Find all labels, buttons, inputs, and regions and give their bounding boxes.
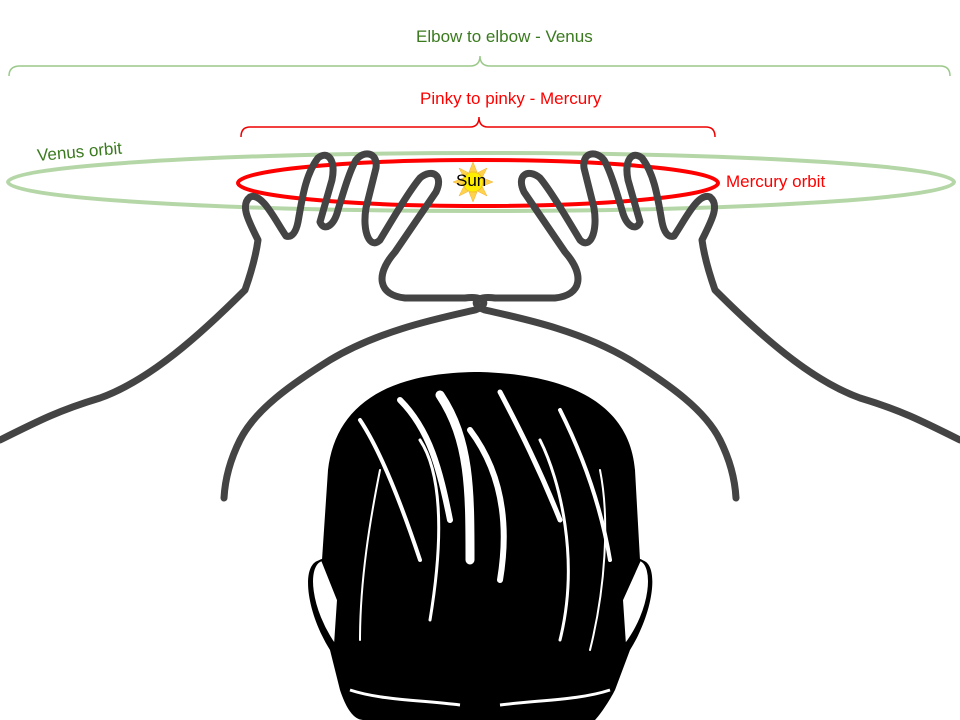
venus-span-bracket	[8, 55, 951, 77]
sun-icon	[452, 161, 494, 203]
mercury-span-label: Pinky to pinky - Mercury	[420, 89, 602, 108]
mercury-span-bracket	[240, 116, 716, 138]
head-illustration	[308, 372, 653, 720]
mercury-orbit	[236, 158, 720, 208]
mercury-orbit-label: Mercury orbit	[726, 172, 826, 191]
left-arm-outline	[0, 150, 488, 502]
sun-label: Sun	[456, 171, 487, 190]
venus-orbit	[6, 151, 956, 213]
venus-span-label: Elbow to elbow - Venus	[416, 27, 593, 46]
